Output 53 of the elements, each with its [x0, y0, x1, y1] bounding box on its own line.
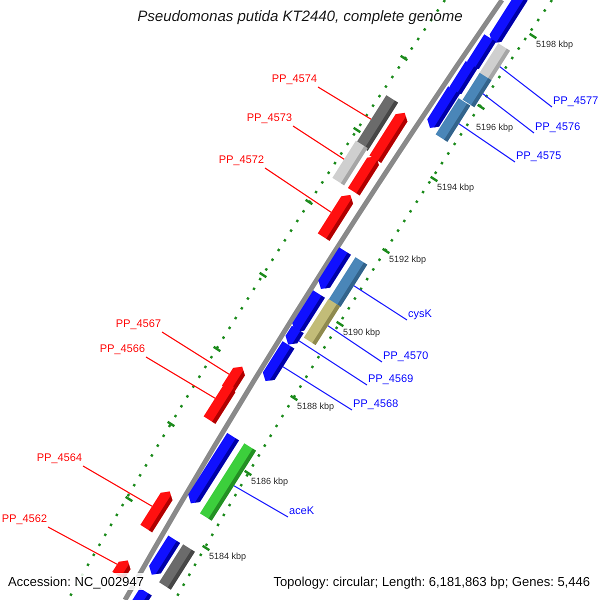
- gene-label: PP_4562: [2, 513, 47, 526]
- gene-block: [328, 257, 368, 307]
- gene-label: cysK: [408, 308, 432, 321]
- gene-label: PP_4568: [353, 398, 398, 411]
- gene-label: PP_4570: [383, 350, 428, 363]
- leader-line: [282, 366, 352, 410]
- leader-line: [298, 340, 368, 386]
- gene-label: PP_4567: [116, 318, 161, 331]
- gene-block: [262, 341, 294, 382]
- gene-label: PP_4573: [246, 112, 292, 125]
- leader-line: [500, 66, 552, 108]
- position-label: 5194 kbp: [437, 182, 474, 193]
- gene-block: [304, 298, 340, 346]
- gene-label: PP_4572: [218, 154, 264, 167]
- gene-block: [436, 98, 470, 142]
- leader-line: [48, 526, 118, 565]
- gene-block: [318, 194, 354, 241]
- gene-label: PP_4566: [100, 343, 145, 356]
- leader-line: [354, 285, 408, 320]
- leader-line: [482, 93, 534, 134]
- gene-label: PP_4575: [516, 150, 562, 163]
- leader-line: [292, 126, 344, 160]
- leader-line: [234, 485, 288, 518]
- position-label: 5198 kbp: [536, 39, 574, 50]
- leader-line: [318, 86, 372, 120]
- leader-line: [264, 168, 332, 213]
- leader-line: [458, 123, 516, 162]
- position-label: 5188 kbp: [297, 401, 334, 412]
- leader-line: [162, 332, 230, 375]
- gene-block: [204, 384, 236, 424]
- position-label: 5196 kbp: [476, 122, 514, 133]
- leader-line: [146, 356, 216, 399]
- gene-block: [140, 491, 172, 532]
- gene-label: aceK: [289, 505, 314, 518]
- gene-label: PP_4574: [272, 73, 317, 86]
- accession-text: Accession: NC_002947: [6, 573, 146, 590]
- gene-block: [348, 156, 379, 196]
- gene-label: PP_4577: [553, 95, 598, 108]
- position-label: 5186 kbp: [251, 476, 288, 487]
- position-label: 5190 kbp: [343, 327, 380, 338]
- position-label: 5192 kbp: [389, 254, 426, 265]
- leader-line: [328, 325, 382, 362]
- gene-block: [369, 112, 408, 163]
- gene-block: [462, 72, 492, 108]
- gene-block: [285, 326, 304, 345]
- title: Pseudomonas putida KT2440, complete genome: [136, 8, 464, 26]
- gene-label: PP_4576: [535, 121, 580, 134]
- gene-block: [490, 0, 528, 44]
- gene-block: [159, 544, 195, 590]
- gene-label: PP_4564: [36, 452, 82, 465]
- gene-label: PP_4569: [368, 373, 414, 386]
- leader-line: [82, 465, 152, 507]
- position-label: 5184 kbp: [209, 551, 246, 562]
